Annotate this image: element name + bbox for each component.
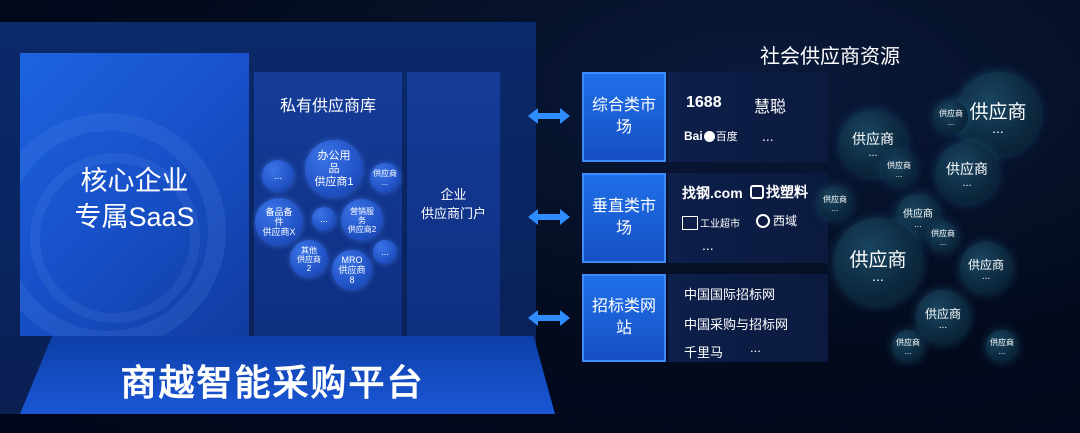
supplier-ellipsis: ... — [831, 203, 839, 213]
xiyu-mark-icon — [756, 213, 770, 228]
double-arrow-icon — [528, 108, 570, 124]
market-item-china-intl-bidding: 中国国际招标网 — [684, 287, 776, 302]
baidu-logo: Bai 百度 — [684, 129, 738, 143]
supplier-ellipsis: ... — [947, 117, 955, 127]
market-item-xiyu: 西域 — [773, 214, 798, 228]
supplier-label: 供应商 — [903, 208, 933, 220]
platform-title: 商越智能采购平台 — [120, 362, 425, 403]
market-category-bidding: 招标类网 站 — [582, 274, 666, 362]
cart-icon — [682, 215, 698, 230]
supplier-label: 供应商 — [990, 337, 1014, 347]
supplier-node: 供应商 ... — [818, 186, 852, 220]
supplier-bubble: ... — [373, 240, 397, 264]
market-item-baidu: 百度 — [715, 131, 738, 143]
supplier-label: 供应商 — [852, 131, 894, 147]
core-saas-title: 核心企业 专属SaaS — [74, 165, 195, 232]
supplier-label: 供应商 — [896, 337, 920, 347]
market-item-industrial: 工业超市 — [700, 219, 740, 230]
market-item-china-procurement: 中国采购与招标网 — [684, 317, 789, 332]
platform-base: 商越智能采购平台 — [20, 336, 555, 414]
supplier-ellipsis: ... — [939, 237, 947, 247]
supplier-bubble: 备品备 件 供应商X — [255, 198, 303, 246]
paw-icon — [703, 130, 715, 142]
supplier-ellipsis: ... — [962, 177, 972, 189]
supplier-ellipsis: ... — [992, 119, 1004, 136]
xiyu-logo: 西域 — [756, 212, 797, 229]
supplier-ellipsis: ... — [938, 319, 948, 331]
market-item-zhaosuliao: 找塑料 — [766, 184, 808, 200]
supplier-ellipsis: ... — [981, 270, 991, 282]
supplier-node: 供应商 ... — [986, 330, 1018, 362]
supplier-label: 供应商 — [849, 249, 907, 271]
supplier-label: 供应商 — [969, 101, 1027, 123]
wave-decoration — [30, 153, 200, 323]
supplier-label: 供应商 — [823, 194, 847, 204]
supplier-ellipsis: ... — [895, 169, 903, 179]
market-items-panel: 1688 慧聪 Bai 百度 ... — [668, 72, 828, 162]
plastic-logo-icon — [750, 185, 764, 199]
supplier-bubble: ... — [312, 207, 336, 231]
industrial-supermarket-logo: 工业超市 — [682, 215, 740, 230]
double-arrow-icon — [528, 209, 570, 225]
ellipsis: ... — [762, 128, 774, 144]
supplier-node: 供应商 ... — [916, 290, 970, 344]
market-item-huicong: 慧聪 — [754, 99, 787, 116]
supplier-bubble: 供应商 ... — [370, 163, 400, 193]
supplier-ellipsis: ... — [998, 346, 1006, 356]
supplier-bubble: MRO 供应商 8 — [332, 250, 372, 290]
supplier-ellipsis: ... — [872, 267, 884, 284]
supplier-portal-label: 企业 供应商门户 — [420, 187, 486, 221]
supplier-node: 供应商 ... — [960, 242, 1012, 294]
supplier-label: 供应商 — [946, 161, 988, 177]
supplier-portal-panel: 企业 供应商门户 — [407, 72, 500, 336]
supplier-bubble: 营销服 务 供应商2 — [341, 199, 383, 241]
supplier-ellipsis: ... — [914, 218, 922, 229]
market-item-zhaogang: 找钢.com — [682, 185, 743, 201]
market-item-1688: 1688 — [686, 94, 722, 111]
ellipsis: ... — [750, 340, 761, 355]
supplier-ellipsis: ... — [904, 346, 912, 356]
supplier-label: 供应商 — [939, 108, 963, 118]
supplier-label: 供应商 — [887, 160, 911, 170]
market-items-panel: 中国国际招标网 中国采购与招标网 千里马 ... — [668, 274, 828, 362]
double-arrow-icon — [528, 310, 570, 326]
supplier-node: 供应商 ... — [936, 142, 998, 204]
social-supplier-resources-title: 社会供应商资源 — [760, 46, 900, 68]
market-items-panel: 找钢.com 找塑料 工业超市 西域 ... — [668, 173, 828, 263]
supplier-node: 供应商 ... — [928, 222, 958, 252]
supplier-node: 供应商 ... — [892, 330, 924, 362]
zhaosuliao-logo: 找塑料 — [750, 182, 808, 202]
supplier-bubble: 办公用 品 供应商1 — [305, 140, 363, 198]
supplier-label: 供应商 — [931, 228, 955, 238]
supplier-node: 供应商 ... — [934, 100, 968, 134]
market-item-qianlima: 千里马 — [684, 345, 724, 360]
market-category-general: 综合类市 场 — [582, 72, 666, 162]
supplier-bubble: ... — [262, 160, 294, 192]
supplier-node: 供应商 ... — [882, 152, 916, 186]
market-category-vertical: 垂直类市 场 — [582, 173, 666, 263]
private-supplier-db-title: 私有供应商库 — [279, 98, 376, 115]
core-saas-panel: 核心企业 专属SaaS — [20, 53, 249, 336]
supplier-ellipsis: ... — [868, 147, 878, 159]
supplier-label: 供应商 — [924, 306, 961, 321]
supplier-node: 供应商 ... — [834, 218, 922, 306]
supplier-bubble: 其他 供应商 2 — [290, 240, 328, 278]
ellipsis: ... — [702, 237, 714, 253]
supplier-label: 供应商 — [967, 257, 1004, 272]
